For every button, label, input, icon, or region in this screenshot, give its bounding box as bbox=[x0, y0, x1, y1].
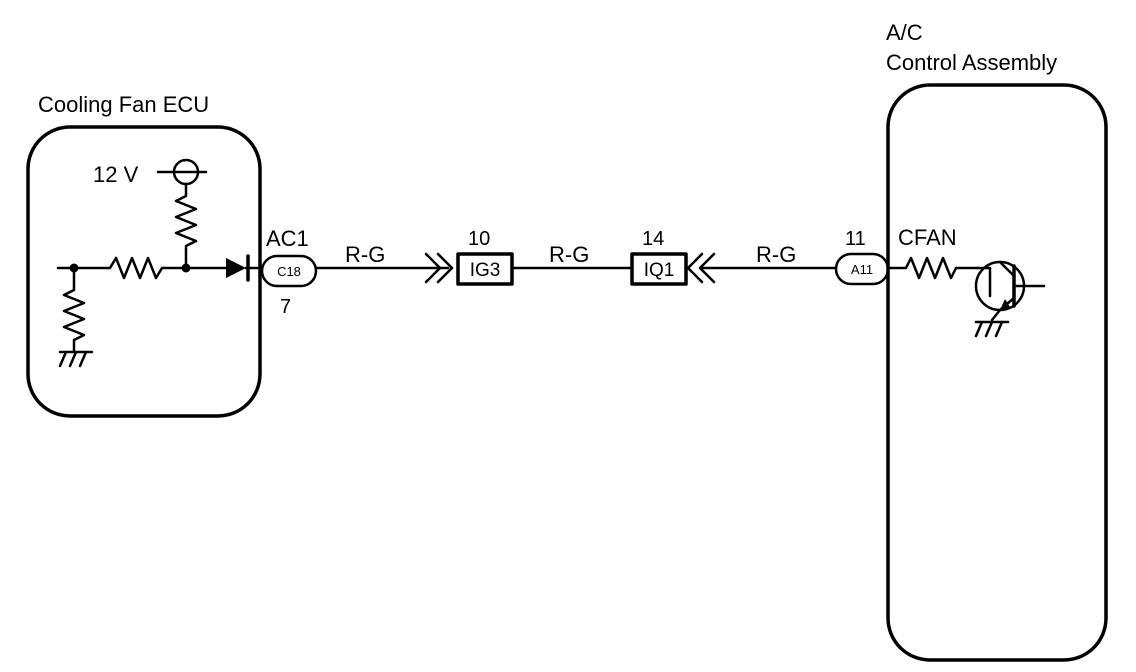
ac-outline bbox=[886, 83, 1108, 662]
wire-color-label: R-G bbox=[345, 242, 385, 267]
ground-icon bbox=[974, 320, 1010, 338]
ecu-outline bbox=[26, 125, 262, 418]
pin-number: 11 bbox=[845, 228, 866, 250]
connector-code: C18 bbox=[277, 264, 301, 279]
chevron-right-icon bbox=[424, 252, 454, 284]
junction-iq1: 14 IQ1 bbox=[630, 228, 688, 286]
terminal-name: AC1 bbox=[266, 226, 309, 251]
pulldown-resistor-icon bbox=[62, 266, 86, 352]
junction-code: IG3 bbox=[470, 260, 501, 281]
transistor-icon bbox=[974, 260, 1046, 322]
series-resistor-icon bbox=[56, 256, 228, 280]
cfan-resistor-icon bbox=[886, 256, 980, 280]
ground-icon bbox=[58, 350, 94, 368]
chevron-left-icon bbox=[686, 252, 716, 284]
junction-code: IQ1 bbox=[644, 260, 675, 281]
signal-label: CFAN bbox=[898, 225, 957, 250]
ac-control-assembly: A/C Control Assembly CFAN bbox=[886, 20, 1108, 662]
diode-icon bbox=[226, 254, 264, 282]
junction-iq1-outline bbox=[630, 252, 688, 286]
pin-number: 10 bbox=[468, 228, 490, 250]
junction-ig3: 10 IG3 bbox=[456, 228, 514, 286]
connector-code: A11 bbox=[851, 262, 873, 277]
connector-c18-outline bbox=[260, 254, 318, 288]
connector-c18: AC1 C18 7 bbox=[260, 226, 318, 318]
connector-a11: 11 A11 bbox=[834, 228, 890, 286]
pullup-resistor-icon bbox=[174, 182, 198, 270]
wire-color-label: R-G bbox=[756, 242, 796, 267]
ac-title-line1: A/C bbox=[886, 20, 923, 45]
junction-dot bbox=[181, 263, 191, 273]
ecu-title: Cooling Fan ECU bbox=[38, 92, 209, 117]
cooling-fan-ecu: Cooling Fan ECU 12 V bbox=[26, 92, 264, 418]
ac-title-line2: Control Assembly bbox=[886, 50, 1057, 75]
wire-color-label: R-G bbox=[549, 242, 589, 267]
pin-number: 7 bbox=[280, 296, 291, 318]
supply-voltage-label: 12 V bbox=[93, 162, 139, 187]
pin-number: 14 bbox=[642, 228, 664, 250]
